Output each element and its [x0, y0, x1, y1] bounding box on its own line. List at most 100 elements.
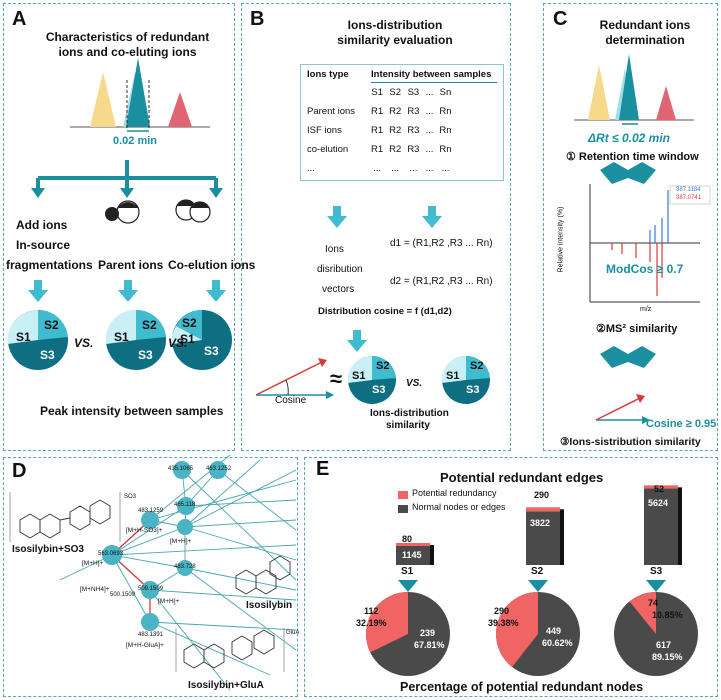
molecule-label-so3: Isosilybin+SO3 [12, 544, 84, 555]
vectors-label-3: vectors [322, 284, 355, 295]
panel-e-title: Potential redundant edges [440, 470, 604, 485]
pie-b-2-s3: S3 [466, 384, 480, 396]
bar-red-value: 80 [402, 534, 413, 544]
molecule-label-glua: Isosilybin+GluA [188, 680, 264, 691]
panel-a-footer: Peak intensity between samples [40, 404, 224, 418]
pie-b-1 [347, 355, 396, 404]
bar-red-segment [526, 507, 560, 512]
pie-b-2 [441, 355, 490, 404]
cat-add-line2: In-source [16, 238, 71, 252]
pie-a-2-s2: S2 [142, 318, 157, 332]
handshake-icon [600, 346, 656, 368]
node-label: [M+H-GluA]+ [126, 642, 164, 649]
bar-red-value: 290 [534, 490, 550, 500]
network-node [173, 461, 191, 479]
panel-d [3, 457, 298, 697]
molecule-structure [235, 555, 291, 595]
col-dots: ... [425, 87, 434, 98]
bar-shadow [678, 487, 682, 565]
bar-sample-label: S2 [531, 566, 544, 577]
network-node [177, 560, 193, 576]
result-line2: similarity [386, 420, 430, 431]
vs-2: VS. [168, 336, 188, 350]
pie-dark-pct: 67.81% [414, 640, 445, 650]
ions-table: Ions type Intensity between samples S1 S… [300, 64, 504, 181]
pie-red-pct: 10.85% [652, 610, 683, 620]
node-label: [M+H]+ [82, 560, 104, 567]
node-label: [M+H-SO3]+ [126, 527, 163, 534]
pie-red-count: 112 [364, 606, 379, 616]
molecule-structure [175, 628, 285, 672]
spectrum-plot [589, 184, 711, 303]
pie-b-1-s1: S1 [352, 370, 366, 382]
pie-a-2-s3: S3 [138, 348, 153, 362]
molecule-structure [9, 492, 121, 542]
glua-tag: GluA [286, 630, 300, 636]
pie-red-pct: 39.38% [488, 618, 519, 628]
red-peak [168, 92, 192, 127]
cat-add-line3: fragmentations [6, 258, 93, 272]
spectrum-legend-2: 387.0741 [676, 195, 702, 201]
panel-c-title: Redundant ions determination [599, 18, 691, 47]
pie-b-2-s1: S1 [446, 370, 460, 382]
bar-shadow [430, 545, 434, 565]
bar-red-segment [644, 485, 678, 489]
vector-d1: d1 = (R1,R2 ,R3 ... Rn) [390, 238, 493, 249]
network-node [177, 519, 193, 535]
bar-sample-label: S3 [650, 566, 663, 577]
network-node [141, 613, 159, 631]
node-label: 463.1252 [206, 466, 232, 472]
pie-dark-count: 449 [546, 626, 562, 636]
modcos-label: ModCos ≥ 0.7 [606, 262, 684, 276]
node-label: 483.1259 [138, 508, 164, 514]
network-node [102, 545, 122, 565]
bar-sample-label: S1 [401, 566, 414, 577]
bar-dark-segment [526, 511, 560, 565]
arrow-down-icon [398, 580, 418, 592]
bar-dark-value: 1145 [402, 550, 422, 560]
spectrum-xlabel: m/z [640, 306, 652, 313]
network-node [209, 461, 227, 479]
node-label: 465.118 [174, 502, 196, 508]
coelution-avatar-icon [175, 199, 211, 223]
legend-red-swatch [398, 491, 408, 499]
teal-peak [126, 58, 150, 127]
bar-dark-segment [396, 546, 430, 565]
legend-red-label: Potential redundancy [412, 488, 497, 498]
molecule-label-isosilybin: Isosilybin [246, 600, 293, 611]
bar-shadow [560, 509, 564, 565]
col-s2: S2 [389, 87, 402, 98]
node-label: [M+H]+ [158, 598, 180, 605]
panel-c-label: C [553, 8, 568, 30]
pie-b-1-s2: S2 [376, 360, 390, 372]
vs-b: VS. [406, 378, 423, 389]
yellow-peak [90, 72, 116, 127]
parent-ions-avatar-icon [105, 200, 140, 224]
panel-e-label: E [316, 458, 330, 480]
pie-a-1-s3: S3 [40, 348, 55, 362]
bar-red-value: 52 [654, 484, 665, 494]
pie-a-3-s2: S2 [182, 316, 197, 330]
cat-parent: Parent ions [98, 258, 164, 272]
vectors-label-1: Ions [325, 244, 344, 255]
step-2: ②MS² similarity [596, 323, 678, 335]
panel-e-footer: Percentage of potential redundant nodes [400, 680, 644, 694]
node-label: 435.1065 [168, 466, 194, 472]
legend-dark-label: Normal nodes or edges [412, 502, 506, 512]
pie-a-2-s1: S1 [114, 330, 129, 344]
approx-symbol: ≈ [330, 366, 343, 391]
delta-rt: ΔRt ≤ 0.02 min [588, 131, 670, 145]
vs-1: VS. [74, 336, 94, 350]
pie-a-1-s2: S2 [44, 318, 59, 332]
spectrum-legend-1: 387.1184 [676, 187, 701, 193]
so3-tag: SO3 [124, 494, 137, 500]
pie-a-1-s1: S1 [16, 330, 31, 344]
pie-b-1-s3: S3 [372, 384, 386, 396]
step-3: ③Ions-sistribution similarity [560, 436, 701, 448]
